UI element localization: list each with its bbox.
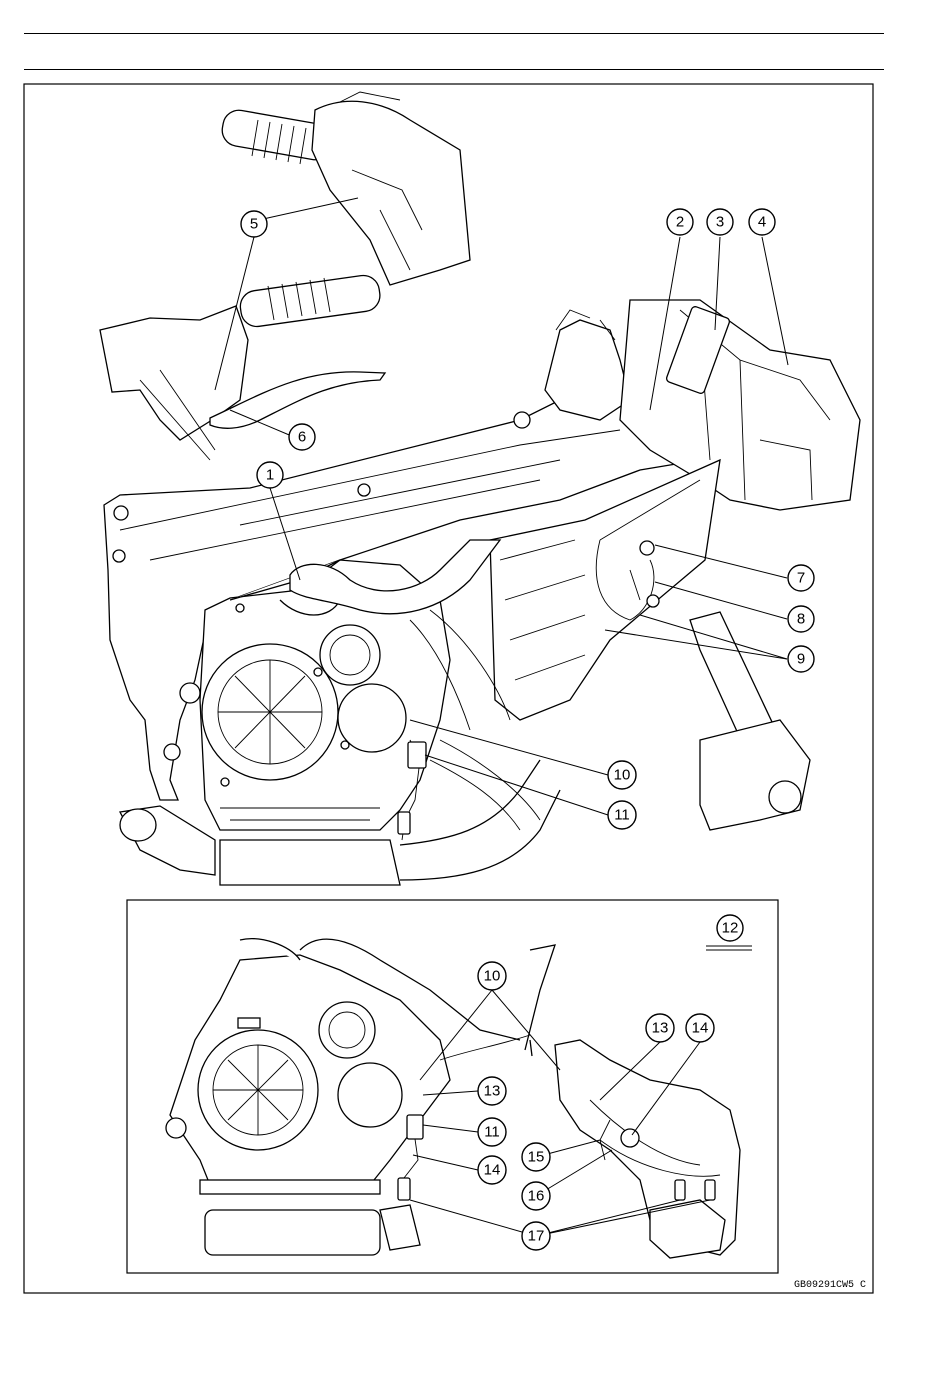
inset-callout-17-label: 17 bbox=[528, 1228, 545, 1245]
inset-marker-label: 12 bbox=[722, 920, 739, 937]
inset-drawing bbox=[166, 939, 740, 1258]
inset-callout-11: 11 bbox=[478, 1118, 506, 1146]
inset-callout-14-right-label: 14 bbox=[692, 1020, 709, 1037]
callout-5: 5 bbox=[241, 211, 267, 237]
left-handlebar-drawing bbox=[100, 273, 385, 460]
callout-6-label: 6 bbox=[298, 429, 306, 446]
inset-callout-15-label: 15 bbox=[528, 1149, 545, 1166]
inset-marker-12: 12 bbox=[717, 915, 743, 941]
callout-4: 4 bbox=[749, 209, 775, 235]
callout-2-label: 2 bbox=[676, 214, 684, 231]
inset-callout-17: 17 bbox=[522, 1222, 550, 1250]
callout-11-label: 11 bbox=[614, 807, 630, 824]
inset-callout-15: 15 bbox=[522, 1143, 550, 1171]
callout-5-label: 5 bbox=[250, 216, 258, 233]
callout-2: 2 bbox=[667, 209, 693, 235]
callout-10-label: 10 bbox=[614, 767, 631, 784]
right-handlebar-drawing bbox=[220, 92, 470, 285]
inset-callout-13-label: 13 bbox=[484, 1083, 501, 1100]
callout-3: 3 bbox=[707, 209, 733, 235]
inset-callout-10-label: 10 bbox=[484, 968, 501, 985]
callout-4-label: 4 bbox=[758, 214, 766, 231]
callout-9: 9 bbox=[788, 646, 814, 672]
callout-8-label: 8 bbox=[797, 611, 805, 628]
inset-callout-13-right: 13 bbox=[646, 1014, 674, 1042]
callout-6: 6 bbox=[289, 424, 315, 450]
inset-callout-11-label: 11 bbox=[484, 1124, 500, 1141]
callout-10: 10 bbox=[608, 761, 636, 789]
inset-callout-14-right: 14 bbox=[686, 1014, 714, 1042]
callout-1: 1 bbox=[257, 462, 283, 488]
callout-3-label: 3 bbox=[716, 214, 724, 231]
inset-callout-13: 13 bbox=[478, 1077, 506, 1105]
callout-1-label: 1 bbox=[266, 467, 274, 484]
callout-11: 11 bbox=[608, 801, 636, 829]
callout-7-label: 7 bbox=[797, 570, 805, 587]
inset-callout-14-label: 14 bbox=[484, 1162, 501, 1179]
callout-9-label: 9 bbox=[797, 651, 805, 668]
inset-callout-10: 10 bbox=[478, 962, 506, 990]
motorcycle-chassis-drawing bbox=[100, 92, 860, 885]
figure-code: GB09291CW5 C bbox=[794, 1280, 866, 1291]
inset-callout-13-right-label: 13 bbox=[652, 1020, 669, 1037]
callout-7: 7 bbox=[788, 565, 814, 591]
callout-8: 8 bbox=[788, 606, 814, 632]
inset-callout-14: 14 bbox=[478, 1156, 506, 1184]
inset-callout-16: 16 bbox=[522, 1182, 550, 1210]
inset-callout-16-label: 16 bbox=[528, 1188, 545, 1205]
